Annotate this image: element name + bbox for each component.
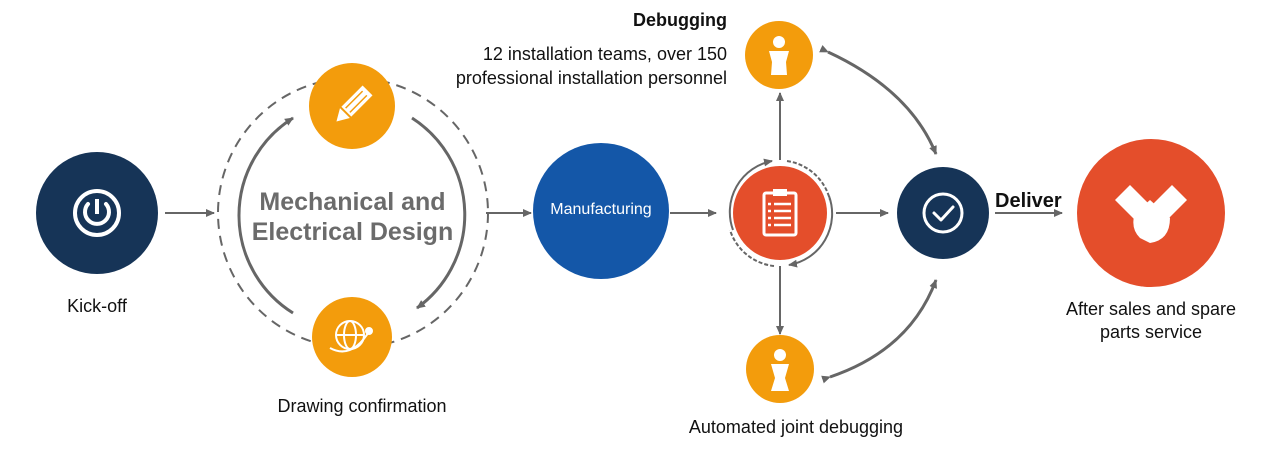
- design-title: Mechanical and Electrical Design: [240, 187, 465, 247]
- manufacturing-label: Manufacturing: [550, 201, 652, 218]
- node-check[interactable]: [897, 167, 989, 259]
- arc-debugging-check: [819, 45, 938, 155]
- drawing-label: Drawing confirmation: [277, 396, 447, 416]
- node-checklist[interactable]: [733, 166, 827, 260]
- cycle-arrow-right: [411, 116, 467, 310]
- debugging-desc-line1: 12 installation teams, over 150: [482, 44, 727, 64]
- aftersales-label-line1: After sales and spare: [1065, 299, 1237, 319]
- node-design[interactable]: [309, 63, 395, 149]
- debugging-title: Debugging: [633, 10, 727, 30]
- design-title-line1: Mechanical and: [259, 188, 446, 216]
- node-debugging[interactable]: [745, 21, 813, 89]
- globe-icon: [329, 320, 373, 353]
- aftersales-label: After sales and spare parts service: [1040, 298, 1262, 344]
- kickoff-label: Kick-off: [67, 296, 127, 316]
- debugging-desc: 12 installation teams, over 150 professi…: [410, 42, 727, 90]
- check-circle-icon: [922, 192, 964, 234]
- node-aftersales[interactable]: [1077, 139, 1225, 287]
- clipboard-icon: [762, 189, 798, 237]
- checklist-ring-arrow-top: [728, 158, 773, 231]
- power-icon: [73, 189, 121, 237]
- design-title-line2: Electrical Design: [251, 218, 454, 246]
- person-icon: [769, 36, 789, 75]
- aftersales-label-line2: parts service: [1099, 322, 1203, 342]
- cycle-arrow-left: [237, 116, 294, 315]
- node-joint[interactable]: [746, 335, 814, 403]
- joint-label: Automated joint debugging: [688, 417, 904, 437]
- node-manufacturing[interactable]: [533, 143, 669, 279]
- checklist-ring-dash-bottom: [729, 229, 775, 267]
- pencil-icon: [336, 85, 373, 122]
- deliver-label: Deliver: [995, 190, 1062, 212]
- node-drawing[interactable]: [312, 297, 392, 377]
- debugging-desc-line2: professional installation personnel: [455, 68, 727, 88]
- node-kickoff[interactable]: [36, 152, 158, 274]
- arc-joint-check: [821, 279, 938, 384]
- checklist-ring-dash-top: [786, 160, 831, 201]
- handshake-icon: [1115, 185, 1187, 243]
- checklist-ring-arrow-bottom: [788, 195, 834, 268]
- person-icon-2: [771, 349, 789, 391]
